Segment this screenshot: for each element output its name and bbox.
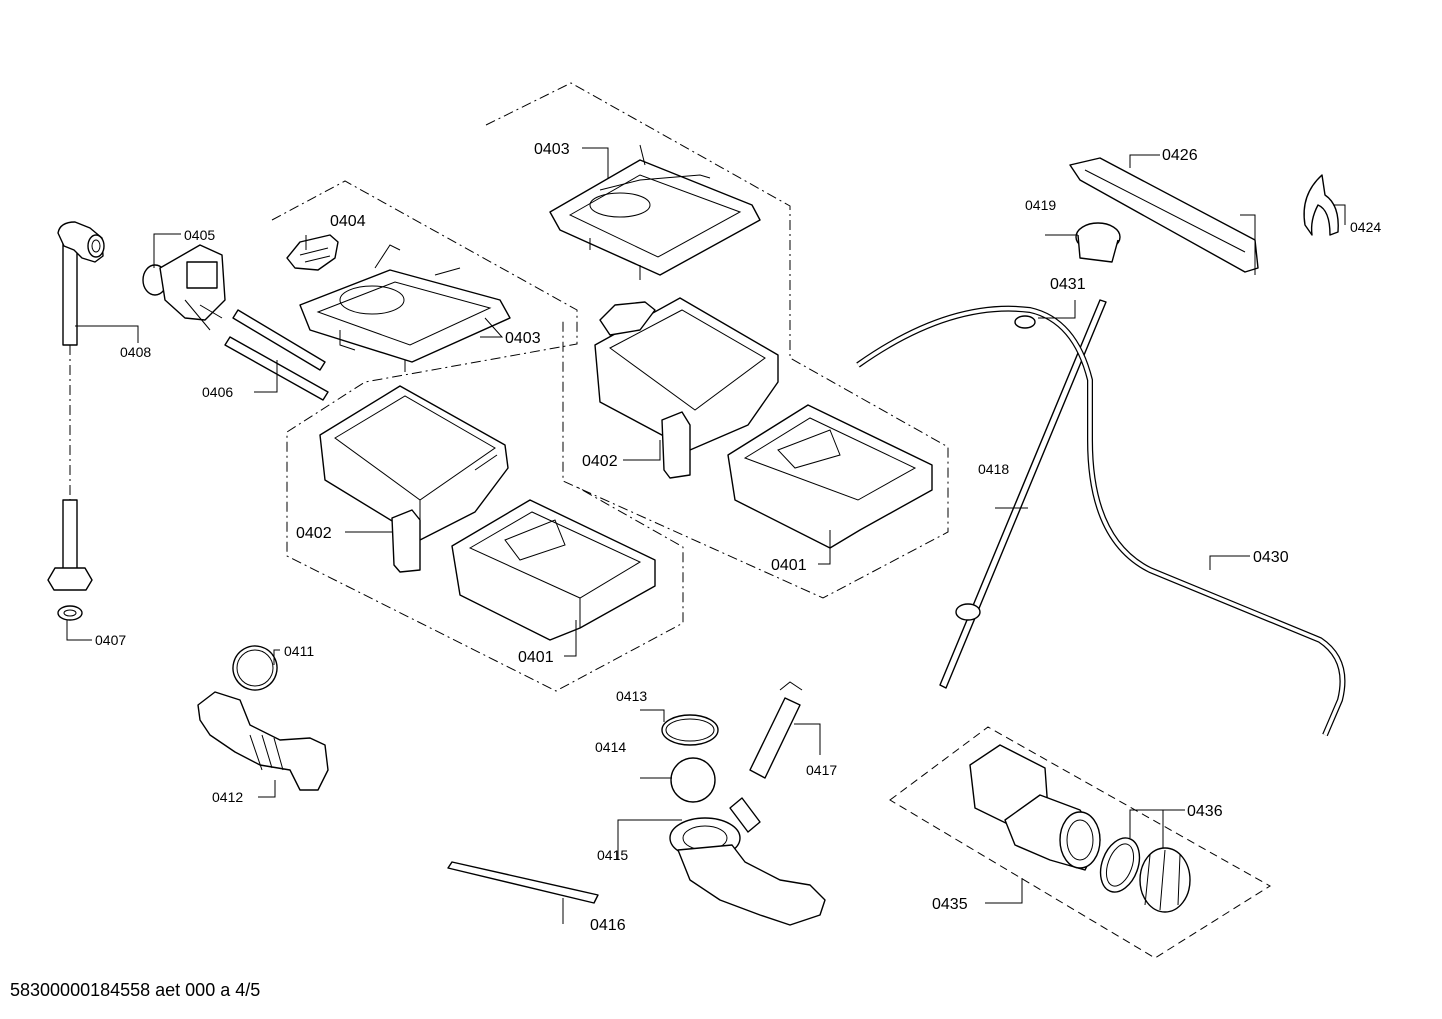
label-0436: 0436	[1187, 803, 1223, 820]
label-0406: 0406	[202, 384, 233, 400]
part-0405-valve	[142, 244, 226, 331]
label-0408: 0408	[120, 344, 151, 360]
part-0408-hose	[57, 221, 105, 346]
group-boundary-right	[485, 82, 949, 599]
part-0418-tube	[939, 299, 1107, 689]
part-0404-clip	[286, 234, 339, 271]
label-0430: 0430	[1253, 549, 1289, 566]
part-0436-filter	[1139, 847, 1191, 913]
label-0419: 0419	[1025, 197, 1056, 213]
label-0435: 0435	[932, 896, 968, 913]
label-0411: 0411	[284, 643, 314, 659]
part-0407-hose-end	[47, 499, 93, 621]
label-0431: 0431	[1050, 276, 1086, 293]
part-0431-clip	[1014, 315, 1036, 329]
label-0403-top: 0403	[534, 141, 570, 158]
label-0415: 0415	[597, 847, 628, 863]
label-0413: 0413	[616, 688, 647, 704]
document-id-footer: 58300000184558 aet 000 a 4/5	[10, 980, 261, 1000]
part-0426-bracket	[1069, 157, 1259, 275]
part-0436-ring	[1099, 837, 1141, 893]
part-0401-drawer-right	[727, 404, 933, 549]
part-0419-pressure-switch	[1075, 222, 1121, 263]
label-0418: 0418	[978, 461, 1009, 477]
label-0426: 0426	[1162, 147, 1198, 164]
label-0412: 0412	[212, 789, 243, 805]
part-0414-ball	[670, 757, 716, 803]
part-0435-pump	[969, 744, 1101, 871]
part-0411-seal-ring	[232, 645, 278, 691]
part-0412-bellows	[197, 691, 329, 791]
label-0424: 0424	[1350, 219, 1381, 235]
label-0417: 0417	[806, 762, 837, 778]
part-0401-drawer-left	[451, 499, 656, 641]
label-0405: 0405	[184, 227, 215, 243]
part-0416-hose	[447, 861, 599, 904]
label-0401-right: 0401	[771, 557, 807, 574]
label-0414: 0414	[595, 739, 626, 755]
label-0416: 0416	[590, 917, 626, 934]
leader-lines	[66, 147, 1346, 924]
label-0402-right: 0402	[582, 453, 618, 470]
group-boundary-pump	[889, 726, 1271, 959]
part-0413-seal-ring	[661, 714, 719, 746]
label-0407: 0407	[95, 632, 126, 648]
label-0403-mid: 0403	[505, 330, 541, 347]
part-0430-hose	[856, 305, 1346, 737]
part-0417-sensor	[749, 681, 803, 779]
part-0415-sump	[669, 797, 826, 926]
part-0403-cover-left	[299, 244, 511, 372]
part-0403-cover-right	[549, 144, 761, 280]
group-boundary-left	[271, 180, 684, 692]
label-0401-left: 0401	[518, 649, 554, 666]
part-0402-tray-left	[319, 385, 509, 573]
label-0402-left: 0402	[296, 525, 332, 542]
part-0424-clip	[1303, 174, 1339, 236]
part-0402-tray-right	[594, 297, 779, 479]
label-0404: 0404	[330, 213, 366, 230]
